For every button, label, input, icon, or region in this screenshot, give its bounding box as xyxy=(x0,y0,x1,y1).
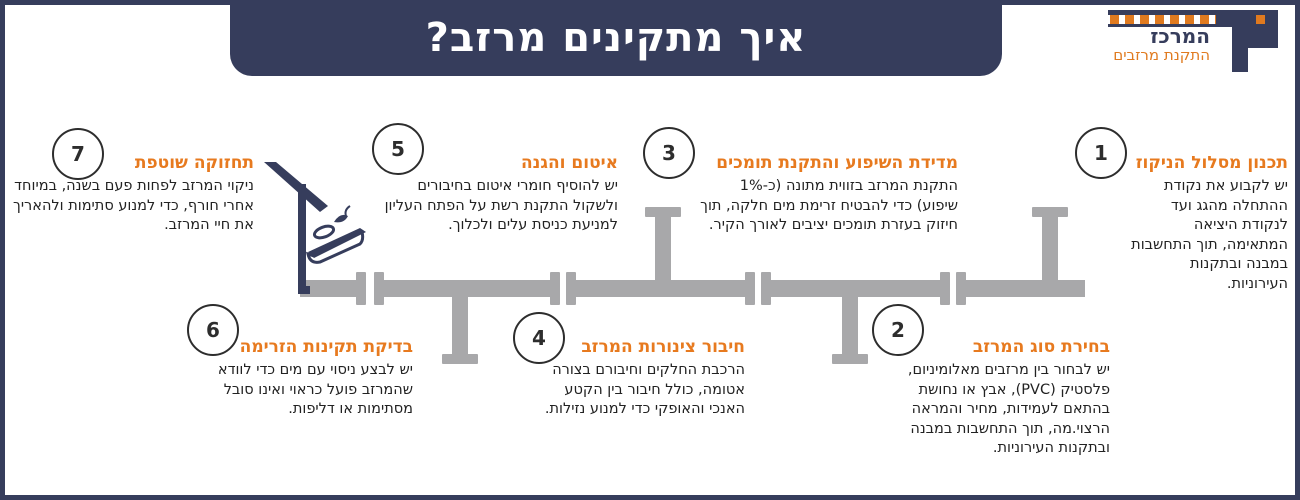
step-4-text: הרכבת החלקים וחיבורם בצורה אטומה, כולל ח… xyxy=(544,362,745,417)
step-2-number: 2 xyxy=(872,304,924,356)
step-1-number: 1 xyxy=(1075,127,1127,179)
step-7-number: 7 xyxy=(52,128,104,180)
step-7-text: ניקוי המרזב לפחות פעם בשנה, במיוחד אחרי … xyxy=(13,178,254,233)
step-6-text: יש לבצע ניסוי עם מים כדי לוודא שהמרזב פו… xyxy=(217,362,413,417)
step-1-text: יש לקבוע את נקודת ההתחלה מהגג ועד לנקודת… xyxy=(1131,178,1288,292)
step-5-text: יש להוסיף חומרי איטום בחיבורים ולשקול הת… xyxy=(384,178,618,233)
step-1-title: תכנון מסלול הניקוז xyxy=(1135,153,1288,173)
step-7-title: תחזוקה שוטפת xyxy=(134,153,254,173)
logo-icon xyxy=(1108,10,1278,72)
step-5-number: 5 xyxy=(372,123,424,175)
step-6-number: 6 xyxy=(187,304,239,356)
page-title: איך מתקינים מרזב? xyxy=(425,15,807,61)
step-3-title: מדידת השיפוע והתקנת תומכים xyxy=(716,153,958,173)
step-6: בדיקת תקינות הזרימה יש לבצע ניסוי עם מים… xyxy=(198,336,413,420)
step-2: בחירת סוג המרזב יש לבחור בין מרזבים מאלו… xyxy=(890,336,1110,459)
roof-gutter-icon xyxy=(264,162,366,294)
step-4: חיבור צינורות המרזב הרכבת החלקים וחיבורם… xyxy=(540,336,745,420)
logo-name: המרכז xyxy=(1150,24,1210,48)
step-2-text: יש לבחור בין מרזבים מאלומיניום, פלסטיק (… xyxy=(907,362,1110,456)
step-3-number: 3 xyxy=(643,127,695,179)
step-4-title: חיבור צינורות המרזב xyxy=(581,337,745,357)
step-3-text: התקנת המרזב בזווית מתונה (כ-1% שיפוע) כד… xyxy=(700,178,958,233)
step-5-title: איטום והגנה xyxy=(520,153,618,173)
logo-tagline: התקנת מרזבים xyxy=(1113,46,1210,64)
step-2-title: בחירת סוג המרזב xyxy=(972,337,1110,357)
step-3: מדידת השיפוע והתקנת תומכים התקנת המרזב ב… xyxy=(700,152,958,236)
step-1: תכנון מסלול הניקוז יש לקבוע את נקודת ההת… xyxy=(1130,152,1288,294)
title-bar: איך מתקינים מרזב? xyxy=(230,0,1002,76)
step-6-title: בדיקת תקינות הזרימה xyxy=(239,337,413,357)
step-4-number: 4 xyxy=(513,312,565,364)
step-7: תחזוקה שוטפת ניקוי המרזב לפחות פעם בשנה,… xyxy=(12,152,254,236)
step-5: איטום והגנה יש להוסיף חומרי איטום בחיבור… xyxy=(382,152,618,236)
